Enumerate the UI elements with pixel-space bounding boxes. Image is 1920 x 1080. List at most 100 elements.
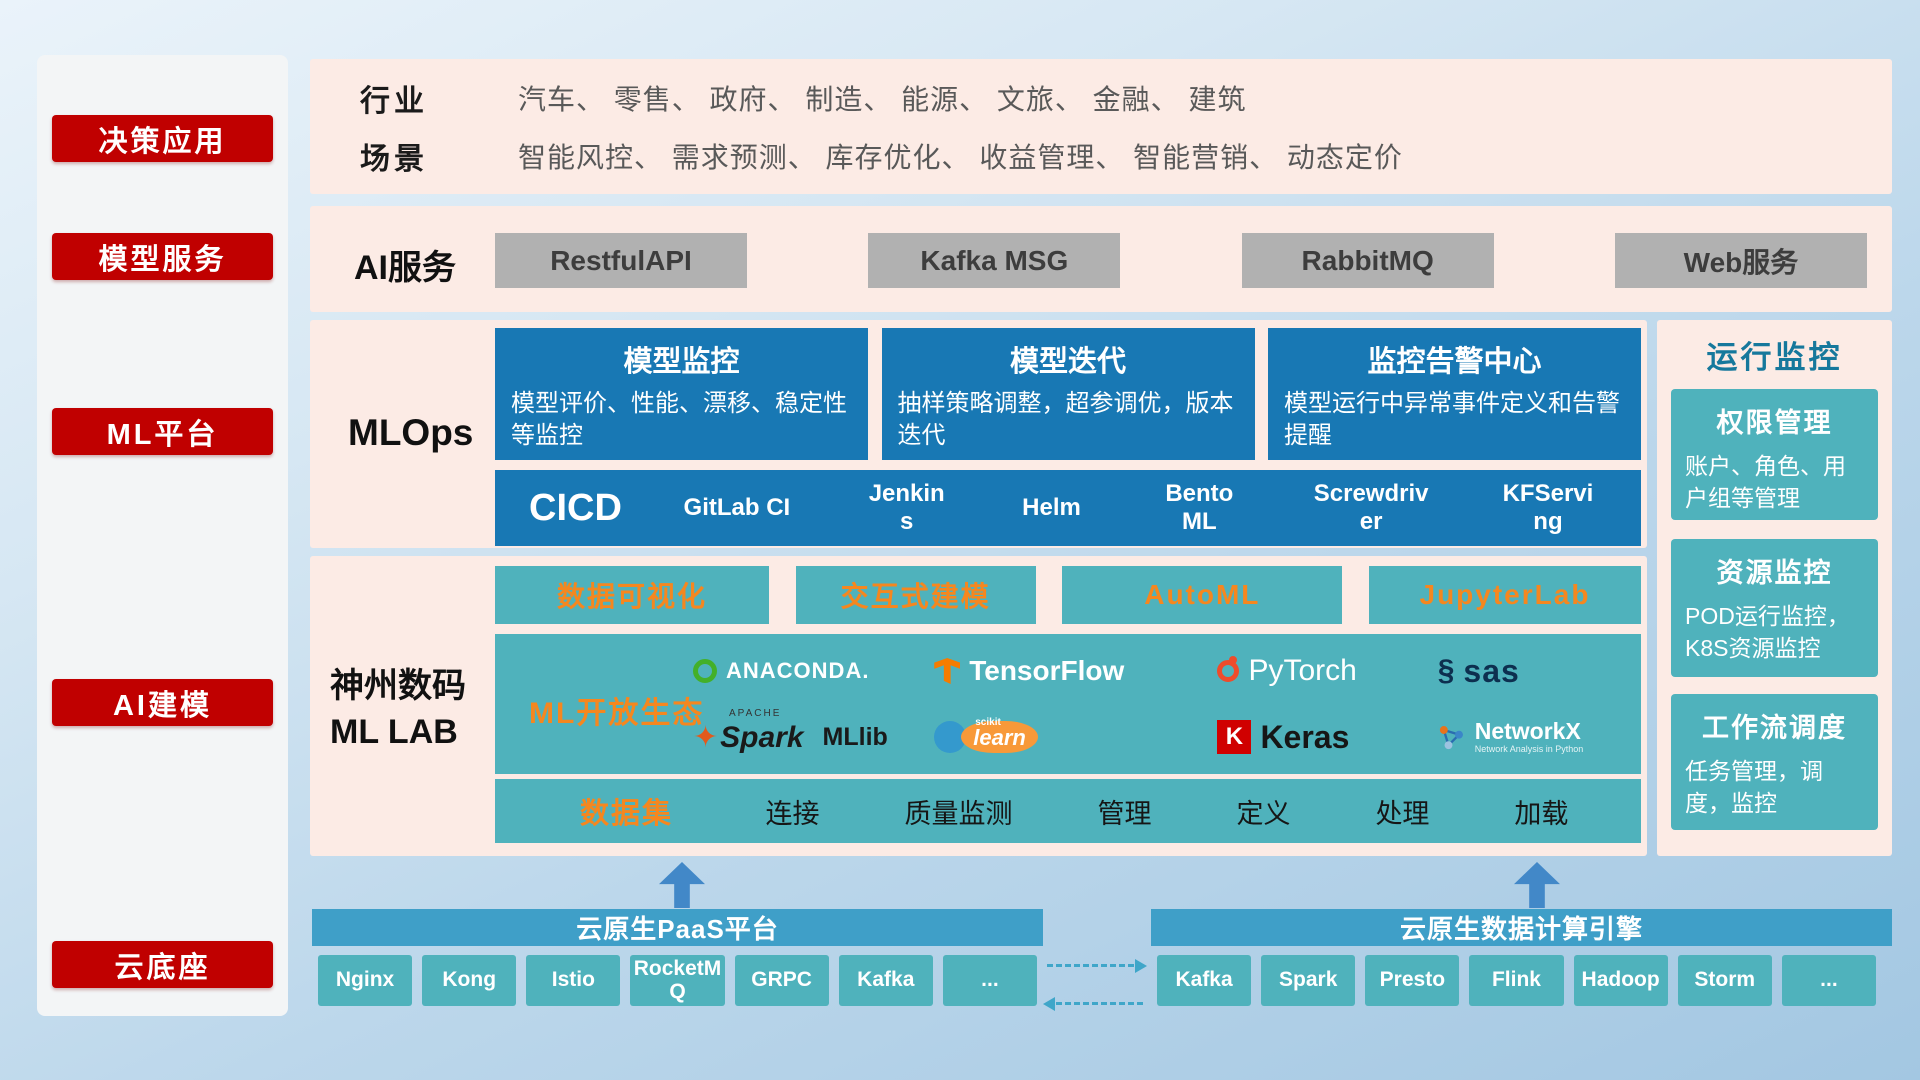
sidebar-item-decision-apps[interactable]: 决策应用 (52, 115, 273, 162)
jupyterlab-button[interactable]: JupyterLab (1368, 566, 1641, 624)
mlops-cards: 模型监控 模型评价、性能、漂移、稳定性等监控 模型迭代 抽样策略调整，超参调优，… (495, 328, 1641, 460)
cicd-tool-jenkins: Jenkins (868, 480, 945, 535)
dataset-item-quality: 质量监测 (904, 798, 1013, 829)
sas-text: sas (1463, 652, 1520, 689)
paas-btn-nginx[interactable]: Nginx (318, 955, 413, 1006)
dataset-item-load: 加载 (1514, 798, 1569, 829)
ecosystem-logos: ANACONDA. TensorFlow PyTorch § sas APACH… (693, 638, 1637, 770)
card-title: 监控告警中心 (1367, 346, 1542, 378)
card-desc: 抽样策略调整，超参调优，版本迭代 (897, 390, 1234, 450)
mllib-text: MLlib (822, 722, 888, 751)
paas-buttons: Nginx Kong Istio RocketMQ GRPC Kafka ... (318, 955, 1037, 1006)
up-arrow-left (659, 862, 705, 908)
card-title: 权限管理 (1716, 408, 1833, 438)
dataset-bar: 数据集 连接 质量监测 管理 定义 处理 加载 (495, 779, 1641, 843)
paas-btn-kong[interactable]: Kong (422, 955, 517, 1006)
ai-service-band: AI服务 RestfulAPI Kafka MSG RabbitMQ Web服务 (310, 206, 1892, 312)
engine-btn-flink[interactable]: Flink (1469, 955, 1564, 1006)
engine-btn-presto[interactable]: Presto (1365, 955, 1460, 1006)
card-desc: 模型运行中异常事件定义和告警提醒 (1284, 390, 1620, 450)
kafka-msg-button[interactable]: Kafka MSG (868, 233, 1121, 288)
ml-open-ecosystem-panel: ML开放生态 ANACONDA. TensorFlow PyTorch § sa… (495, 634, 1641, 774)
keras-text: Keras (1260, 718, 1350, 755)
paas-platform-bar: 云原生PaaS平台 (312, 909, 1043, 946)
runtime-monitoring-title: 运行监控 (1706, 340, 1843, 375)
spark-text: Spark (720, 720, 804, 754)
industry-scenario-band: 行业 汽车、 零售、 政府、 制造、 能源、 文旅、 金融、 建筑 场景 智能风… (310, 59, 1892, 194)
ai-service-buttons: RestfulAPI Kafka MSG RabbitMQ Web服务 (495, 233, 1867, 288)
industry-label: 行业 (360, 85, 428, 118)
mllab-label: 神州数码 ML LAB (330, 664, 466, 756)
dataset-item-connect: 连接 (765, 798, 820, 829)
ecosystem-label: ML开放生态 (529, 697, 705, 730)
card-title: 工作流调度 (1702, 713, 1847, 743)
card-desc: POD运行监控，K8S资源监控 (1685, 603, 1850, 662)
learn-text: learn (973, 725, 1026, 750)
engine-btn-spark[interactable]: Spark (1261, 955, 1356, 1006)
permission-management-card: 权限管理 账户、角色、用户组等管理 (1671, 389, 1878, 520)
dataset-item-process: 处理 (1375, 798, 1430, 829)
scenario-label: 场景 (360, 143, 428, 176)
cicd-label: CICD (529, 486, 622, 529)
sidebar: 决策应用 模型服务 ML平台 AI建模 云底座 (37, 55, 288, 1016)
dashed-arrow-left-icon (1043, 997, 1143, 1011)
paas-btn-grpc[interactable]: GRPC (734, 955, 829, 1006)
sas-logo: § sas (1438, 653, 1637, 690)
mllab-label-line2: ML LAB (330, 712, 458, 751)
card-desc: 账户、角色、用户组等管理 (1685, 453, 1846, 512)
dataset-label: 数据集 (580, 798, 674, 830)
industry-list: 汽车、 零售、 政府、 制造、 能源、 文旅、 金融、 建筑 (518, 84, 1247, 115)
sidebar-item-cloud-base[interactable]: 云底座 (52, 941, 273, 988)
mllab-feature-buttons: 数据可视化 交互式建模 AutoML JupyterLab (495, 566, 1641, 624)
paas-btn-rocketmq[interactable]: RocketMQ (630, 955, 725, 1006)
sidebar-item-ml-platform[interactable]: ML平台 (52, 408, 273, 455)
web-service-button[interactable]: Web服务 (1614, 233, 1867, 288)
apache-label: APACHE (729, 707, 782, 719)
anaconda-logo: ANACONDA. (693, 658, 934, 684)
spark-mllib-logo: APACHE ✦ Spark MLlib (693, 708, 934, 755)
data-visualization-button[interactable]: 数据可视化 (495, 566, 769, 624)
mllab-label-line1: 神州数码 (330, 667, 466, 705)
networkx-subtitle: Network Analysis in Python (1474, 743, 1584, 754)
restfulapi-button[interactable]: RestfulAPI (495, 233, 747, 288)
ai-service-label: AI服务 (354, 249, 456, 287)
card-title: 资源监控 (1716, 558, 1833, 588)
cicd-tool-kfserving: KFServing (1502, 480, 1594, 535)
mlops-label: MLOps (348, 412, 474, 453)
pytorch-text: PyTorch (1248, 654, 1357, 687)
cicd-tool-bentoml: BentoML (1165, 480, 1234, 535)
scikit-learn-logo: scikit learn (934, 717, 1217, 753)
engine-btn-hadoop[interactable]: Hadoop (1573, 955, 1668, 1006)
interactive-modeling-button[interactable]: 交互式建模 (795, 566, 1036, 624)
card-desc: 模型评价、性能、漂移、稳定性等监控 (511, 390, 847, 450)
paas-btn-kafka[interactable]: Kafka (838, 955, 933, 1006)
dataset-item-manage: 管理 (1097, 798, 1152, 829)
dashed-arrow-right-icon (1047, 959, 1147, 973)
sidebar-item-ai-modeling[interactable]: AI建模 (52, 679, 273, 726)
card-desc: 任务管理，调度，监控 (1685, 758, 1823, 817)
alert-center-card: 监控告警中心 模型运行中异常事件定义和告警提醒 (1268, 328, 1641, 460)
paas-btn-istio[interactable]: Istio (526, 955, 621, 1006)
cicd-tools: GitLab CI Jenkins Helm BentoML Screwdriv… (677, 480, 1641, 535)
data-engine-bar: 云原生数据计算引擎 (1151, 909, 1892, 946)
tensorflow-text: TensorFlow (969, 655, 1125, 686)
scenario-list: 智能风控、 需求预测、 库存优化、 收益管理、 智能营销、 动态定价 (518, 142, 1403, 173)
sidebar-item-model-service[interactable]: 模型服务 (52, 233, 273, 280)
engine-btn-storm[interactable]: Storm (1677, 955, 1772, 1006)
card-title: 模型监控 (623, 346, 740, 378)
cicd-tool-gitlab-ci: GitLab CI (683, 494, 791, 522)
anaconda-icon (693, 659, 717, 683)
rabbitmq-button[interactable]: RabbitMQ (1241, 233, 1494, 288)
engine-btn-more[interactable]: ... (1781, 955, 1876, 1006)
tensorflow-logo: TensorFlow (934, 655, 1217, 687)
networkx-text: NetworkX (1474, 718, 1581, 745)
automl-button[interactable]: AutoML (1062, 566, 1343, 624)
resource-monitoring-card: 资源监控 POD运行监控，K8S资源监控 (1671, 539, 1878, 677)
networkx-icon (1439, 726, 1463, 750)
scikit-text: scikit (975, 717, 1001, 728)
engine-buttons: Kafka Spark Presto Flink Hadoop Storm ..… (1157, 955, 1876, 1006)
cicd-tool-screwdriver: Screwdriver (1313, 480, 1429, 535)
mllab-band: 神州数码 ML LAB 数据可视化 交互式建模 AutoML JupyterLa… (310, 556, 1647, 856)
paas-btn-more[interactable]: ... (942, 955, 1037, 1006)
engine-btn-kafka[interactable]: Kafka (1157, 955, 1252, 1006)
